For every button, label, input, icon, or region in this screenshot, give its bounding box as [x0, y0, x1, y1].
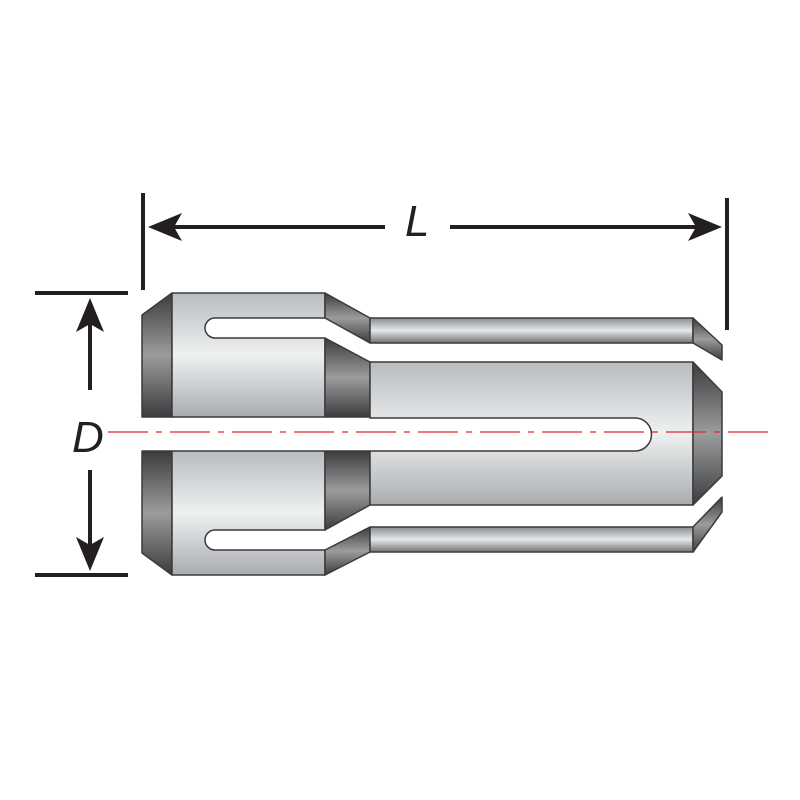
length-label: L: [405, 197, 430, 246]
arrowhead-left-icon: [148, 213, 182, 241]
diameter-label: D: [72, 413, 104, 462]
head-lower: [171, 450, 326, 576]
nose-cone: [692, 361, 723, 506]
taper-lower-outer: [324, 526, 371, 576]
head-upper: [171, 292, 326, 418]
head-chamfer-lower: [141, 450, 173, 576]
prong-lower-tip: [692, 496, 723, 553]
prong-lower: [369, 526, 694, 553]
arrowhead-down-icon: [76, 537, 104, 571]
head-chamfer-upper: [141, 292, 173, 418]
arrowhead-right-icon: [688, 213, 722, 241]
arrowhead-up-icon: [76, 298, 104, 332]
taper-upper-inner: [324, 337, 371, 418]
prong-upper: [369, 317, 694, 344]
taper-lower-inner: [324, 450, 371, 531]
body-middle: [369, 361, 694, 506]
prong-upper-tip: [692, 317, 723, 361]
taper-upper-outer: [324, 292, 371, 344]
